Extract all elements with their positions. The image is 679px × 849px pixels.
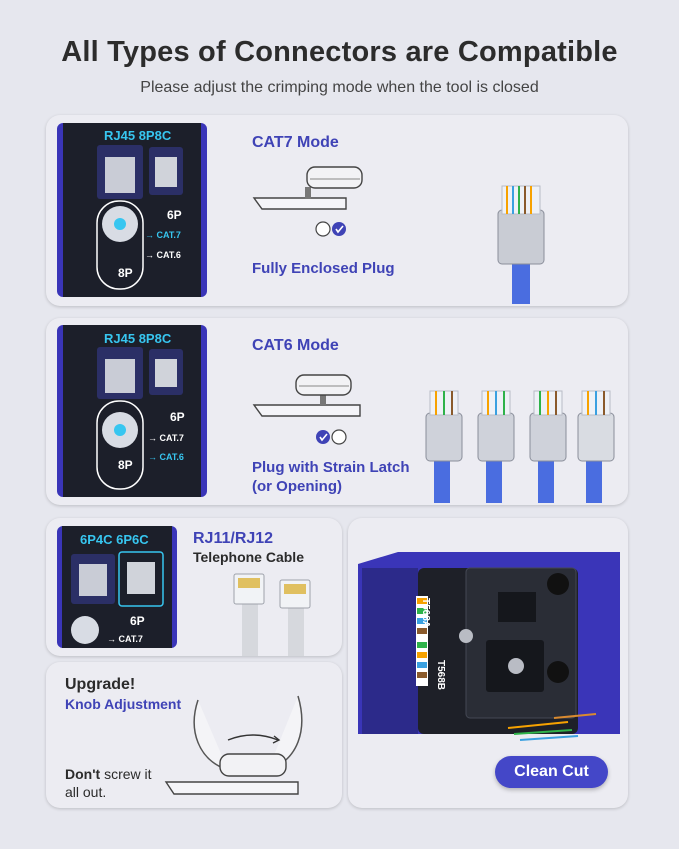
- t568b-label: T568B: [435, 660, 446, 691]
- rj11-6p-label: 6P: [130, 614, 145, 628]
- cat7-enclosed-plug-image: [497, 185, 545, 304]
- crimper-blade-clean-cut-image: [358, 552, 620, 741]
- cat6-latch-plugs-image: [425, 390, 615, 503]
- cat6-8p-label: 8P: [118, 458, 133, 472]
- knob-position-cat7-icon: [252, 166, 363, 237]
- cat7-mode-description: Fully Enclosed Plug: [252, 260, 395, 277]
- arrow-right-icon: →: [148, 433, 160, 443]
- cat7-8p-label: 8P: [118, 266, 133, 280]
- knob-adjustment-subtitle: Knob Adjustment: [65, 696, 182, 712]
- cat7-arrow-cat7-label: → CAT.7: [145, 230, 181, 240]
- arrow-right-icon: →: [107, 634, 119, 644]
- clean-cut-badge: Clean Cut: [495, 756, 608, 788]
- knob-position-cat6-icon: [252, 374, 361, 445]
- cat7-tool-label: RJ45 8P8C: [104, 128, 172, 143]
- telephone-cable-plugs-image: [233, 573, 311, 656]
- cat6-mode-description: Plug with Strain Latch (or Opening): [252, 459, 410, 495]
- knob-warning-text: Don't screw it all out.: [65, 766, 152, 800]
- t568a-label: T568A: [420, 598, 431, 629]
- rj11-arrow-cat7-label: → CAT.7: [107, 634, 143, 644]
- crimper-die-rj11-image: [57, 526, 177, 648]
- cat6-mode-title: CAT6 Mode: [252, 337, 339, 354]
- cat6-6p-label: 6P: [170, 410, 185, 424]
- cat7-arrow-cat6-label: → CAT.6: [145, 250, 181, 260]
- cat6-arrow-cat7-label: → CAT.7: [148, 433, 184, 443]
- page-title: All Types of Connectors are Compatible: [61, 36, 618, 68]
- cat6-arrow-cat6-label: → CAT.6: [148, 452, 184, 462]
- arrow-right-icon: →: [148, 452, 160, 462]
- cat7-6p-label: 6P: [167, 208, 182, 222]
- rj11-tool-label: 6P4C 6P6C: [80, 532, 149, 547]
- arrow-right-icon: →: [145, 250, 157, 260]
- crimper-die-cat6-image: [57, 325, 207, 497]
- page-subtitle: Please adjust the crimping mode when the…: [140, 79, 539, 96]
- cat6-tool-label: RJ45 8P8C: [104, 331, 172, 346]
- upgrade-title: Upgrade!: [65, 676, 136, 693]
- arrow-right-icon: →: [145, 230, 157, 240]
- hand-turning-knob-image: [164, 695, 303, 795]
- rj11-subtitle: Telephone Cable: [193, 549, 304, 565]
- rj11-title: RJ11/RJ12: [193, 530, 274, 547]
- cat7-mode-title: CAT7 Mode: [252, 134, 339, 151]
- crimper-die-cat7-image: [57, 123, 207, 297]
